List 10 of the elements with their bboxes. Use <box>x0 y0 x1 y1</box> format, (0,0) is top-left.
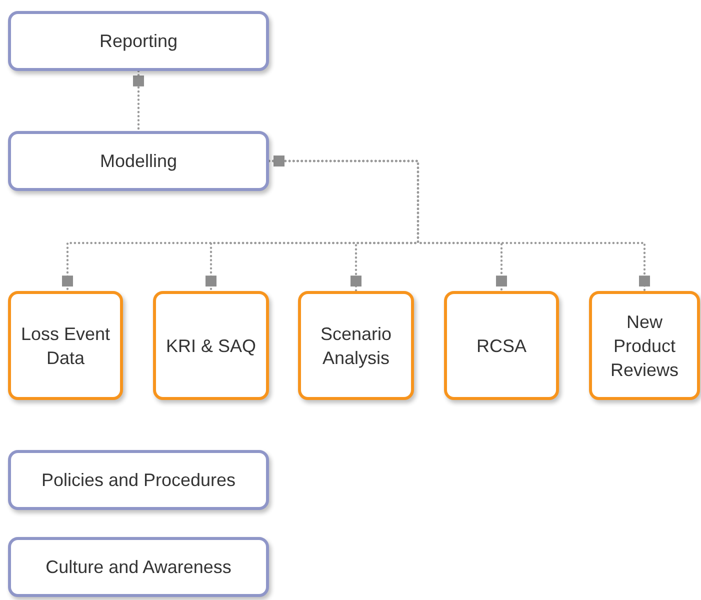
process-box: Policies and Procedures <box>8 450 269 510</box>
dotted-connector <box>133 70 144 132</box>
category-box: New Product Reviews <box>589 291 700 400</box>
process-box: Reporting <box>8 11 269 71</box>
category-box: Loss Event Data <box>8 291 123 400</box>
process-box: Culture and Awareness <box>8 537 269 597</box>
process-box: Modelling <box>8 131 269 191</box>
category-box: RCSA <box>444 291 559 400</box>
category-box: KRI & SAQ <box>153 291 269 400</box>
category-box: Scenario Analysis <box>298 291 414 400</box>
